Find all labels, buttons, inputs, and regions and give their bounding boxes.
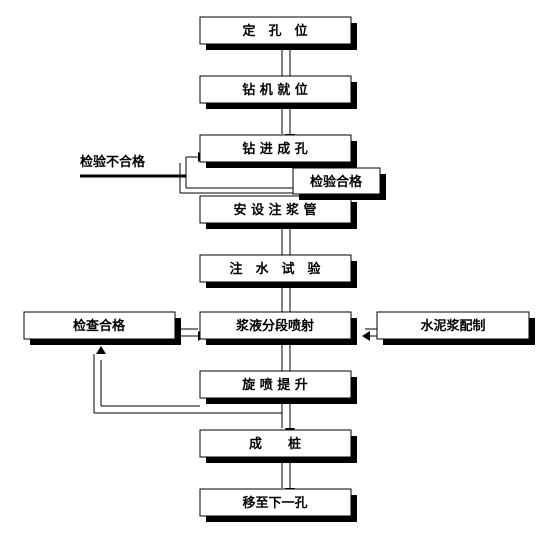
step-rig-in-place-label: 钻 机 就 位: [242, 82, 308, 98]
step-segment-jet-label: 浆液分段喷射: [235, 318, 314, 334]
step-jet-lift-label: 旋 喷 提 升: [241, 377, 308, 393]
step-drill-hole: 钻 进 成 孔: [199, 134, 357, 168]
step-drill-hole-label: 钻 进 成 孔: [242, 141, 308, 157]
step-next-hole: 移至下一孔: [199, 488, 357, 522]
step-install-pipe: 安 设 注 浆 管: [199, 195, 357, 229]
step-form-pile-label: 成 桩: [249, 436, 301, 452]
check-passed-box: 检查合格: [23, 311, 181, 345]
step-form-pile: 成 桩: [199, 429, 357, 463]
inspection-passed-box: 检验合格: [292, 167, 386, 200]
cement-feed-connector: [362, 328, 378, 341]
step-water-test: 注 水 试 验: [199, 254, 357, 288]
cement-mix-box: 水泥浆配制: [376, 311, 535, 345]
inspection-passed-label: 检验合格: [310, 174, 363, 190]
inspection-failed-loop: [80, 152, 300, 194]
step-install-pipe-label: 安 设 注 浆 管: [233, 202, 316, 218]
step-water-test-label: 注 水 试 验: [229, 261, 321, 277]
step-rig-in-place: 钻 机 就 位: [199, 75, 357, 109]
step-locate-hole-label: 定 孔 位: [241, 23, 307, 39]
step-segment-jet: 浆液分段喷射: [199, 311, 357, 345]
step-locate-hole: 定 孔 位: [199, 16, 357, 50]
step-jet-lift: 旋 喷 提 升: [199, 370, 357, 404]
check-passed-label: 检查合格: [73, 318, 126, 334]
step-next-hole-label: 移至下一孔: [242, 495, 307, 511]
inspection-failed-label: 检验不合格: [80, 154, 146, 170]
cement-mix-label: 水泥浆配制: [420, 318, 485, 334]
check-passed-loop: [93, 328, 282, 414]
